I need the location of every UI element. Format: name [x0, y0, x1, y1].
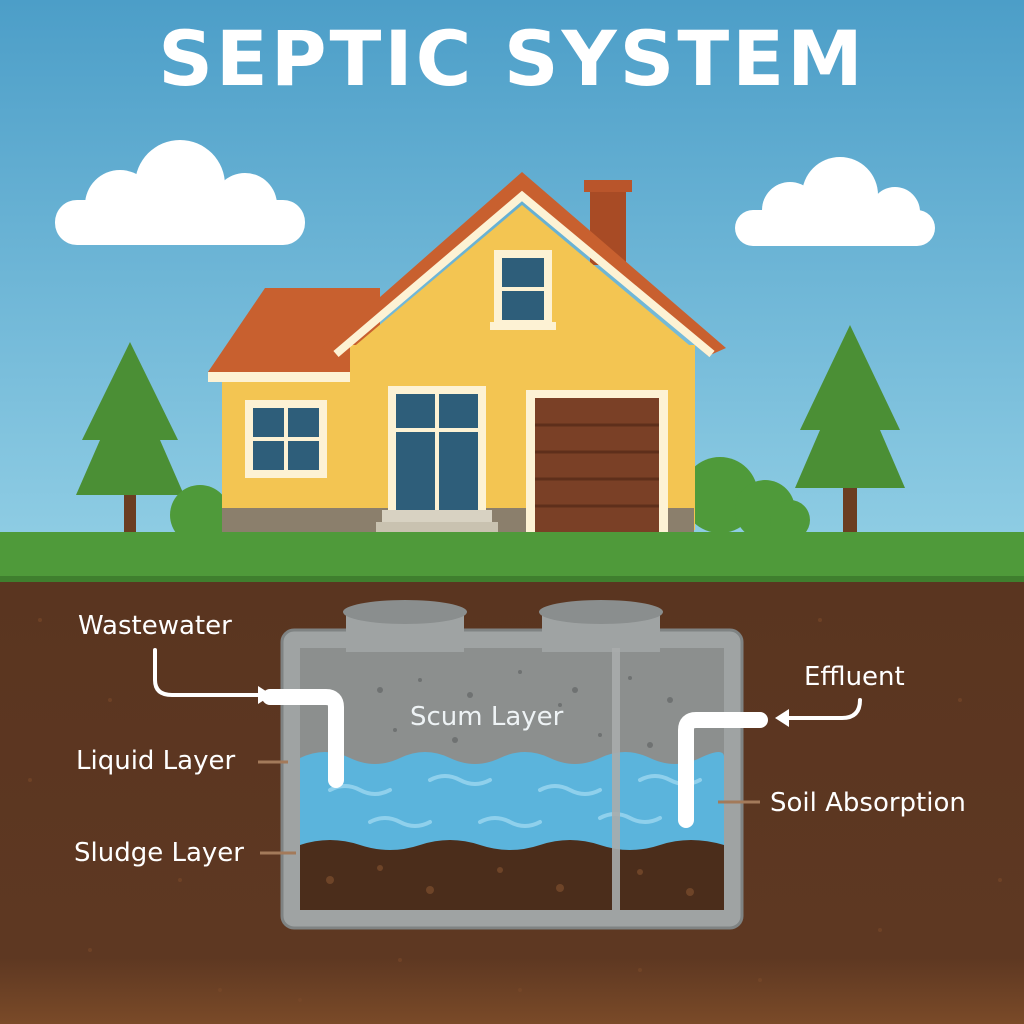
septic-tank [262, 600, 768, 930]
soil-speckles [28, 618, 1002, 1002]
cloud-right [735, 157, 935, 246]
sludge-layer [300, 840, 724, 910]
tree-right [795, 325, 905, 535]
page-title: SEPTIC SYSTEM [158, 14, 866, 103]
label-sludge-layer: Sludge Layer [74, 838, 244, 868]
wastewater-arrowhead [258, 686, 272, 704]
effluent-arrow [783, 698, 862, 720]
bushes [170, 457, 810, 545]
label-effluent: Effluent [804, 662, 905, 692]
label-soil-absorption: Soil Absorption [770, 788, 966, 818]
effluent-arrowhead [775, 709, 789, 727]
leader-lines [258, 760, 760, 855]
wastewater-arrow [153, 648, 264, 697]
house [208, 172, 726, 534]
label-wastewater: Wastewater [78, 611, 232, 641]
label-scum-layer: Scum Layer [410, 702, 564, 732]
tree-left [76, 342, 184, 535]
scum-layer [362, 660, 698, 770]
label-liquid-layer: Liquid Layer [76, 746, 236, 776]
cloud-left [55, 140, 305, 245]
liquid-layer [300, 752, 725, 850]
grass [0, 532, 1024, 582]
